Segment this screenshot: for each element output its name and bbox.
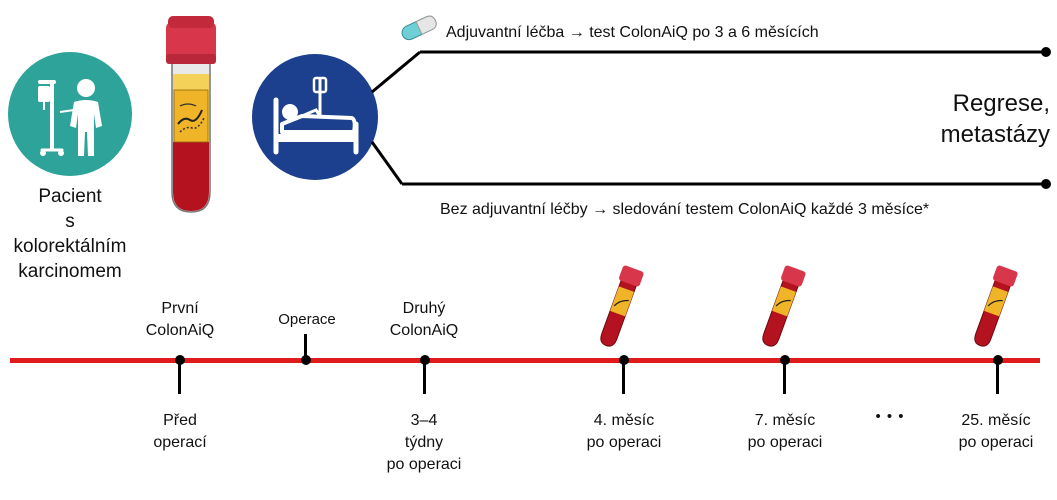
outcome-line1: Regrese, — [952, 90, 1050, 117]
branch-label-adjuvant: Adjuvantní léčba → test ColonAiQ po 3 a … — [446, 24, 819, 41]
tick-m7 — [783, 360, 786, 394]
branch-connector-upper — [371, 50, 421, 94]
label-month-7: 7. měsíc po operaci — [725, 410, 845, 454]
label-second-colonaiq: Druhý ColonAiQ — [372, 298, 476, 342]
outcome-line2: metastázy — [940, 121, 1050, 148]
label-pre-surgery: Před operací — [120, 410, 240, 454]
label-weeks-line3: po operaci — [386, 456, 462, 473]
label-m25-line1: 25. měsíc — [961, 412, 1031, 429]
label-first-line2: ColonAiQ — [145, 322, 215, 339]
patient-label-line3: karcinomem — [18, 261, 122, 282]
label-m4-line2: po operaci — [586, 434, 662, 451]
label-m7-line1: 7. měsíc — [754, 412, 816, 429]
label-month-25: 25. měsíc po operaci — [936, 410, 1056, 454]
branch-label-no-adjuvant: Bez adjuvantní léčby → sledování testem … — [440, 201, 930, 218]
label-m25-line2: po operaci — [958, 434, 1034, 451]
label-second-line1: Druhý — [402, 300, 446, 317]
branch-end-dot-lower — [1041, 179, 1051, 189]
branch-connector-lower — [370, 141, 404, 185]
label-pre-line1: Před — [163, 412, 197, 429]
label-m7-line2: po operaci — [747, 434, 823, 451]
label-surgery: Operace — [278, 311, 336, 328]
patient-label: Pacient s kolorektálním karcinomem — [8, 184, 132, 284]
outcome-label: Regrese, metastázy — [900, 88, 1050, 150]
label-weeks-line2: týdny — [404, 434, 444, 451]
tick-second — [423, 360, 426, 394]
patient-iv-icon — [8, 52, 132, 176]
hospital-bed-icon — [252, 54, 378, 180]
capsule-icon — [398, 15, 440, 41]
label-first-line1: První — [161, 300, 199, 317]
tick-first — [178, 360, 181, 394]
timeline-bar — [10, 358, 1040, 363]
label-second-line2: ColonAiQ — [389, 322, 459, 339]
patient-label-line1: Pacient — [38, 186, 102, 207]
label-first-colonaiq: První ColonAiQ — [128, 298, 232, 342]
tick-m25 — [996, 360, 999, 394]
marker-surgery — [301, 355, 311, 365]
patient-label-line2: s kolorektálním — [13, 211, 127, 257]
tick-m4 — [622, 360, 625, 394]
blood-tube-icon — [162, 14, 220, 214]
label-weeks-line1: 3–4 — [410, 412, 438, 429]
ellipsis: • • • — [875, 408, 905, 425]
label-m4-line1: 4. měsíc — [593, 412, 655, 429]
label-month-4: 4. měsíc po operaci — [564, 410, 684, 454]
label-pre-line2: operací — [153, 434, 207, 451]
label-weeks: 3–4 týdny po operaci — [362, 410, 486, 476]
branch-end-dot-upper — [1041, 47, 1051, 57]
tick-surgery — [304, 334, 307, 358]
